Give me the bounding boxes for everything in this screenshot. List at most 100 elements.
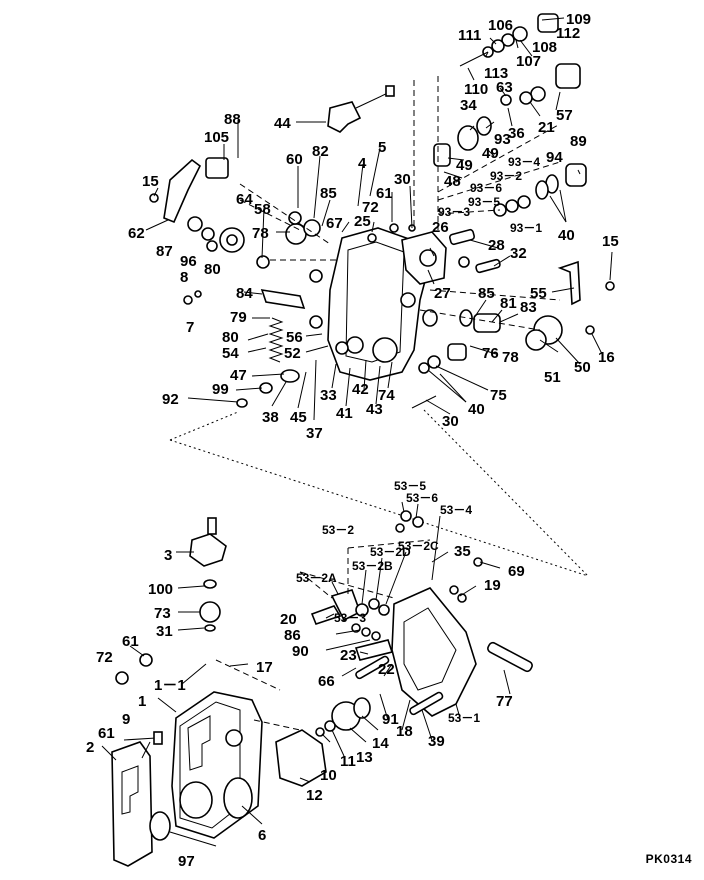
callout-54: 54	[222, 345, 239, 362]
callout-51: 51	[544, 369, 561, 386]
callout-88: 88	[224, 111, 241, 128]
upper-assembly	[145, 13, 615, 421]
callout-53-2C: 53－2C	[398, 539, 439, 553]
callout-94: 94	[546, 149, 563, 166]
callout-93: 93	[494, 131, 511, 148]
callout-72-b: 72	[96, 649, 113, 666]
callout-8: 8	[180, 269, 188, 286]
callout-10: 10	[320, 767, 337, 784]
callout-27: 27	[434, 285, 451, 302]
callout-111: 111	[458, 27, 481, 44]
callout-25: 25	[354, 213, 371, 230]
callout-18: 18	[396, 723, 413, 740]
callout-3: 3	[164, 547, 172, 564]
callout-labels: 109 106 112 111 108 113 107 110 63 57 34…	[86, 11, 619, 870]
callout-1-1: 1－1	[154, 677, 186, 694]
callout-50: 50	[574, 359, 591, 376]
cover-part-12	[275, 729, 327, 787]
callout-38: 38	[262, 409, 279, 426]
callout-93-6: 93－6	[470, 181, 502, 195]
callout-72-a: 72	[362, 199, 379, 216]
callout-16: 16	[598, 349, 615, 366]
callout-93-3: 93－3	[438, 205, 470, 219]
callout-81: 81	[500, 295, 517, 312]
callout-15-a: 15	[142, 173, 159, 190]
callout-6: 6	[258, 827, 266, 844]
callout-76: 76	[482, 345, 499, 362]
callout-30-b: 30	[442, 413, 459, 430]
callout-85-a: 85	[320, 185, 337, 202]
callout-78-b: 78	[502, 349, 519, 366]
callout-93-4: 93－4	[508, 155, 540, 169]
callout-97: 97	[178, 853, 195, 870]
callout-13: 13	[356, 749, 373, 766]
callout-108: 108	[532, 39, 557, 56]
callout-53-5: 53－5	[394, 479, 426, 493]
callout-107: 107	[516, 53, 541, 70]
callout-43: 43	[366, 401, 383, 418]
callout-93-5: 93－5	[468, 195, 500, 209]
callout-69: 69	[508, 563, 525, 580]
callout-80-a: 80	[204, 261, 221, 278]
callout-53-3: 53－3	[334, 611, 366, 625]
callout-11: 11	[340, 753, 356, 770]
callout-91: 91	[382, 711, 399, 728]
callout-30-a: 30	[394, 171, 411, 188]
callout-105: 105	[204, 129, 229, 146]
callout-21: 21	[538, 119, 555, 136]
cylinder-part-57	[555, 63, 581, 89]
callout-31: 31	[156, 623, 173, 640]
callout-62: 62	[128, 225, 145, 242]
callout-64: 64	[236, 191, 253, 208]
callout-75: 75	[490, 387, 507, 404]
lever-part-44	[327, 101, 362, 133]
gasket	[111, 741, 153, 867]
callout-44: 44	[274, 115, 291, 132]
callout-53-2: 53－2	[322, 523, 354, 537]
callout-73: 73	[154, 605, 171, 622]
callout-39: 39	[428, 733, 445, 750]
callout-20: 20	[280, 611, 297, 628]
callout-55: 55	[530, 285, 547, 302]
callout-113: 113	[484, 65, 508, 82]
callout-66: 66	[318, 673, 335, 690]
callout-58: 58	[254, 201, 271, 218]
callout-1: 1	[138, 693, 146, 710]
callout-106: 106	[488, 17, 513, 34]
callout-28: 28	[488, 237, 505, 254]
callout-61-b: 61	[122, 633, 139, 650]
callout-26: 26	[432, 219, 449, 236]
callout-7: 7	[186, 319, 194, 336]
callout-53-2A: 53－2A	[296, 571, 337, 585]
callout-35: 35	[454, 543, 471, 560]
callout-42: 42	[352, 381, 369, 398]
callout-82: 82	[312, 143, 329, 160]
shaft-part-84	[260, 289, 306, 309]
callout-47: 47	[230, 367, 247, 384]
callout-14: 14	[372, 735, 389, 752]
cylinder-part-105	[205, 157, 229, 179]
callout-53-1: 53－1	[448, 711, 480, 725]
callout-49-b: 49	[482, 145, 499, 162]
callout-12: 12	[306, 787, 323, 804]
callout-77: 77	[496, 693, 513, 710]
callout-80-b: 80	[222, 329, 239, 346]
callout-36: 36	[508, 125, 525, 142]
callout-61-c: 61	[98, 725, 115, 742]
callout-48: 48	[444, 173, 461, 190]
callout-78-a: 78	[252, 225, 269, 242]
bracket-part-62	[163, 158, 202, 224]
callout-53-6: 53－6	[406, 491, 438, 505]
callout-85-b: 85	[478, 285, 495, 302]
callout-93-2: 93－2	[490, 169, 522, 183]
callout-61-a: 61	[376, 185, 393, 202]
callout-67: 67	[326, 215, 343, 232]
callout-100: 100	[148, 581, 173, 598]
callout-92: 92	[162, 391, 179, 408]
callout-40-b: 40	[468, 401, 485, 418]
callout-17: 17	[256, 659, 273, 676]
callout-40-a: 40	[558, 227, 575, 244]
callout-99: 99	[212, 381, 229, 398]
spring-part-79	[268, 317, 284, 363]
callout-63: 63	[496, 79, 513, 96]
